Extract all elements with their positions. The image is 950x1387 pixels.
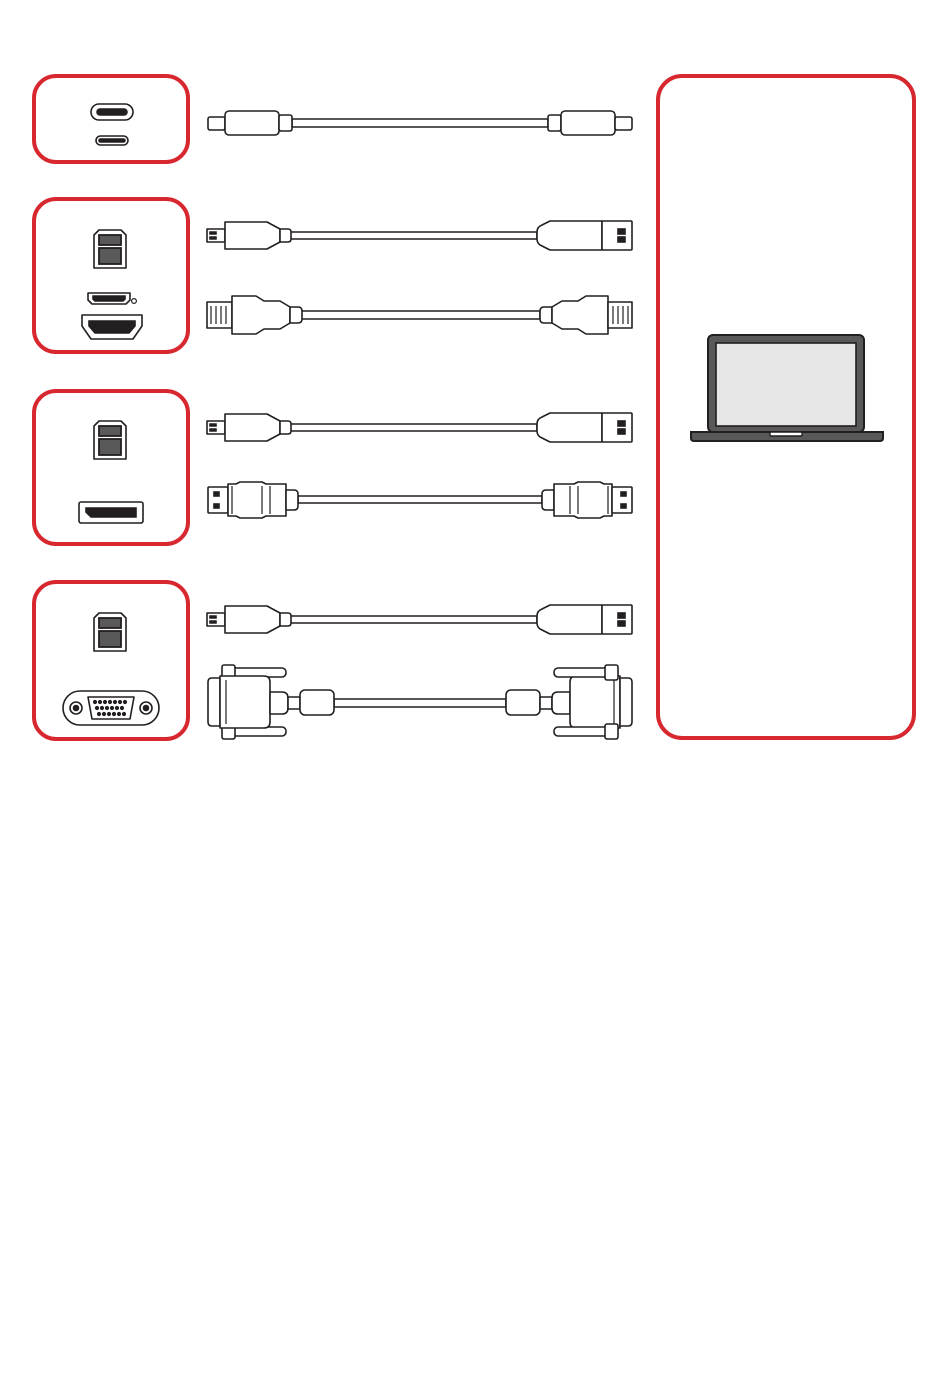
usb-b-port-icon bbox=[94, 613, 126, 651]
vga-port-icon bbox=[63, 691, 159, 725]
usb-c-port-small-icon bbox=[96, 136, 128, 145]
hdmi-cable-icon bbox=[207, 296, 632, 334]
vga-cable-icon bbox=[208, 665, 632, 739]
laptop-icon bbox=[691, 335, 883, 441]
usb-b-port-icon bbox=[94, 230, 126, 268]
usb-c-cable-icon bbox=[208, 111, 632, 135]
usb-b-cable-icon bbox=[207, 413, 632, 442]
usb-b-cable-icon bbox=[207, 605, 632, 634]
hdmi-port-icon bbox=[82, 315, 142, 339]
displayport-port-icon bbox=[79, 502, 143, 523]
usb-b-cable-icon bbox=[207, 221, 632, 250]
usb-b-port-icon bbox=[94, 421, 126, 459]
usb-c-port-icon bbox=[91, 104, 133, 120]
displayport-cable-icon bbox=[208, 482, 632, 518]
